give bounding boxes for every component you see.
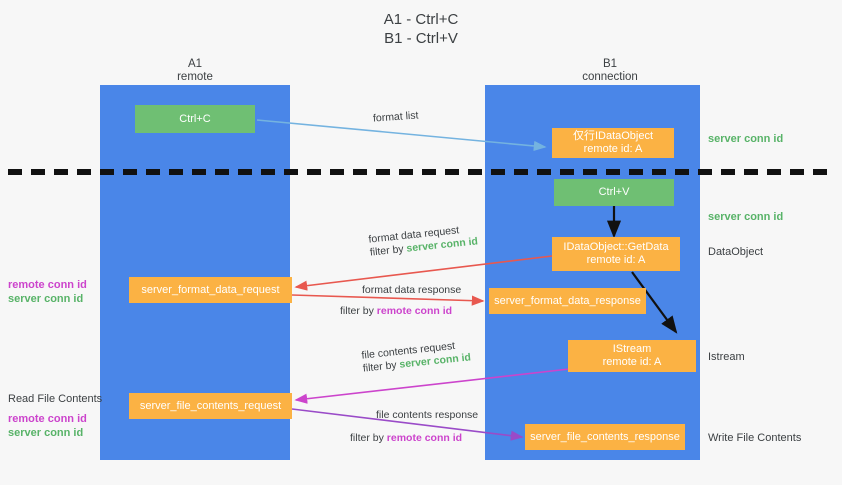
node-server-format-data-request-label: server_format_data_request	[141, 283, 280, 296]
title-line-2: B1 - Ctrl+V	[384, 30, 458, 47]
right-label-data-object-text: DataObject	[708, 246, 764, 258]
node-server-format-data-response-label: server_format_data_response	[494, 294, 641, 307]
node-idataobject[interactable]: 仅行IDataObject remote id: A	[552, 128, 674, 158]
edge-label-format-data-response-line1: format data response	[362, 284, 462, 296]
right-label-write-file-contents: Write File Contents	[708, 431, 801, 445]
node-ctrl-c-label: Ctrl+C	[179, 112, 211, 125]
node-ctrl-c[interactable]: Ctrl+C	[135, 105, 255, 133]
node-istream-sub: remote id: A	[602, 356, 662, 368]
lane-a1-name: A1	[187, 58, 203, 70]
left-label-read-file-contents-text: Read File Contents	[8, 393, 103, 405]
node-server-file-contents-request-label: server_file_contents_request	[139, 399, 282, 412]
right-label-write-file-contents-text: Write File Contents	[708, 432, 802, 444]
node-getdata-label: IDataObject::GetData	[563, 241, 669, 253]
right-note-server-conn-id-top-text: server conn id	[708, 133, 784, 145]
lane-a1-sub: remote	[177, 71, 213, 83]
right-note-server-conn-id-mid-text: server conn id	[708, 211, 784, 223]
node-istream[interactable]: IStream remote id: A	[568, 340, 696, 372]
diagram-title: A1 - Ctrl+C B1 - Ctrl+V	[0, 10, 842, 48]
title-line-1: A1 - Ctrl+C	[383, 11, 459, 28]
filter-value-remote-conn-id: remote conn id	[376, 305, 453, 317]
edge-label-format-data-response: format data response filter by remote co…	[340, 284, 462, 318]
lane-header-b1: B1 connection	[530, 58, 690, 84]
filter-prefix: filter by	[362, 358, 401, 375]
left-note-server-conn-id-bottom: server conn id	[8, 427, 84, 439]
node-getdata[interactable]: IDataObject::GetData remote id: A	[552, 237, 680, 271]
edge-label-format-list: format list	[373, 109, 419, 125]
right-label-data-object: DataObject	[708, 245, 763, 259]
right-note-server-conn-id-top: server conn id	[708, 132, 783, 146]
edge-label-file-contents-response-line1: file contents response	[376, 409, 479, 421]
filter-prefix: filter by	[369, 242, 408, 259]
node-istream-label: IStream	[612, 343, 652, 355]
edge-label-format-data-response-line2: filter by remote conn id	[340, 305, 461, 318]
node-server-file-contents-request[interactable]: server_file_contents_request	[129, 393, 292, 419]
lane-b1-name: B1	[602, 58, 618, 70]
node-server-file-contents-response-label: server_file_contents_response	[530, 430, 680, 443]
filter-value-remote-conn-id: remote conn id	[386, 432, 463, 444]
edge-label-file-contents-response: file contents response filter by remote …	[350, 409, 479, 445]
node-server-file-contents-response[interactable]: server_file_contents_response	[525, 424, 685, 450]
edge-label-format-list-text: format list	[372, 109, 419, 125]
node-server-format-data-response[interactable]: server_format_data_response	[489, 288, 646, 314]
left-note-conn-ids-mid: remote conn id server conn id	[8, 278, 87, 306]
filter-prefix: filter by	[350, 432, 387, 444]
node-idataobject-sub: remote id: A	[583, 143, 643, 155]
right-label-istream: Istream	[708, 350, 745, 364]
filter-prefix: filter by	[340, 305, 377, 317]
node-ctrl-v-label: Ctrl+V	[598, 186, 630, 198]
node-idataobject-label: 仅行IDataObject	[572, 130, 654, 142]
edge-label-format-data-request: format data request filter by server con…	[368, 222, 479, 259]
lane-header-a1: A1 remote	[125, 58, 265, 84]
left-note-conn-ids-bottom: remote conn id server conn id	[8, 412, 87, 440]
right-note-server-conn-id-mid: server conn id	[708, 210, 783, 224]
node-getdata-sub: remote id: A	[586, 254, 646, 266]
left-note-remote-conn-id-mid: remote conn id	[8, 279, 87, 291]
node-server-format-data-request[interactable]: server_format_data_request	[129, 277, 292, 303]
edge-label-file-contents-request: file contents request filter by server c…	[361, 338, 472, 375]
left-note-server-conn-id-mid: server conn id	[8, 293, 84, 305]
left-label-read-file-contents: Read File Contents	[8, 392, 102, 406]
node-ctrl-v[interactable]: Ctrl+V	[554, 179, 674, 206]
right-label-istream-text: Istream	[708, 351, 745, 363]
left-note-remote-conn-id-bottom: remote conn id	[8, 413, 87, 425]
edge-label-file-contents-response-line2: filter by remote conn id	[350, 432, 478, 445]
lane-b1-sub: connection	[582, 71, 638, 83]
